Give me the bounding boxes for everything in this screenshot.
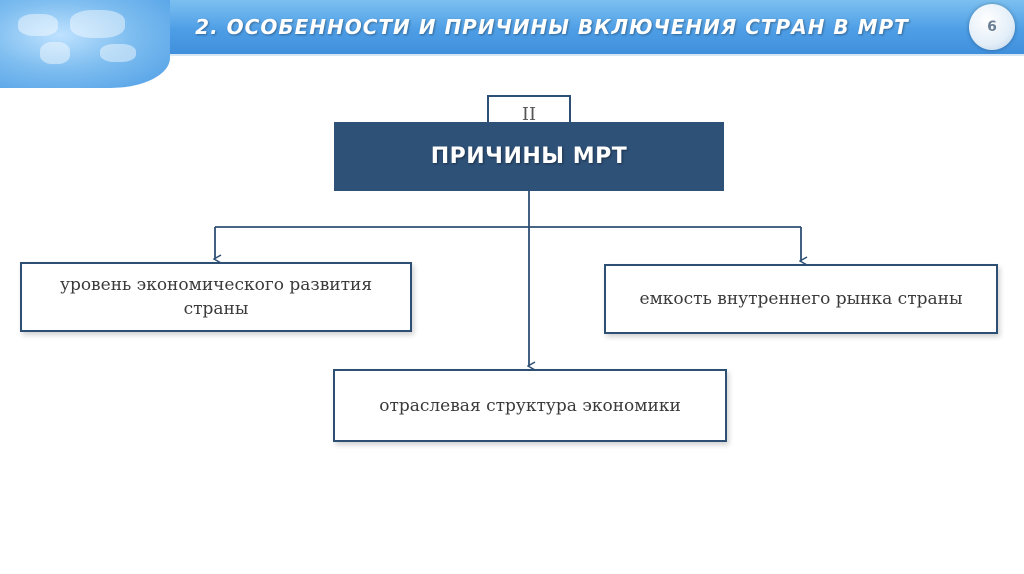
cause-node-market-capacity: емкость внутреннего рынка страны bbox=[604, 264, 998, 334]
cause-node-label: емкость внутреннего рынка страны bbox=[639, 289, 963, 309]
cause-node-label: уровень экономического развития страны bbox=[59, 275, 373, 319]
section-numeral: II bbox=[521, 103, 537, 125]
main-node-label: ПРИЧИНЫ МРТ bbox=[430, 144, 628, 169]
main-node: ПРИЧИНЫ МРТ bbox=[334, 122, 724, 191]
slide-title: 2. ОСОБЕННОСТИ И ПРИЧИНЫ ВКЛЮЧЕНИЯ СТРАН… bbox=[195, 15, 909, 39]
world-map-icon bbox=[0, 0, 170, 88]
cause-node-economic-development: уровень экономического развития страны bbox=[20, 262, 412, 332]
cause-node-industry-structure: отраслевая структура экономики bbox=[333, 369, 727, 442]
title-bar: 2. ОСОБЕННОСТИ И ПРИЧИНЫ ВКЛЮЧЕНИЯ СТРАН… bbox=[0, 0, 1024, 88]
page-number-badge: 6 bbox=[969, 4, 1015, 50]
cause-node-label: отраслевая структура экономики bbox=[379, 395, 681, 416]
header-divider bbox=[170, 54, 1024, 56]
